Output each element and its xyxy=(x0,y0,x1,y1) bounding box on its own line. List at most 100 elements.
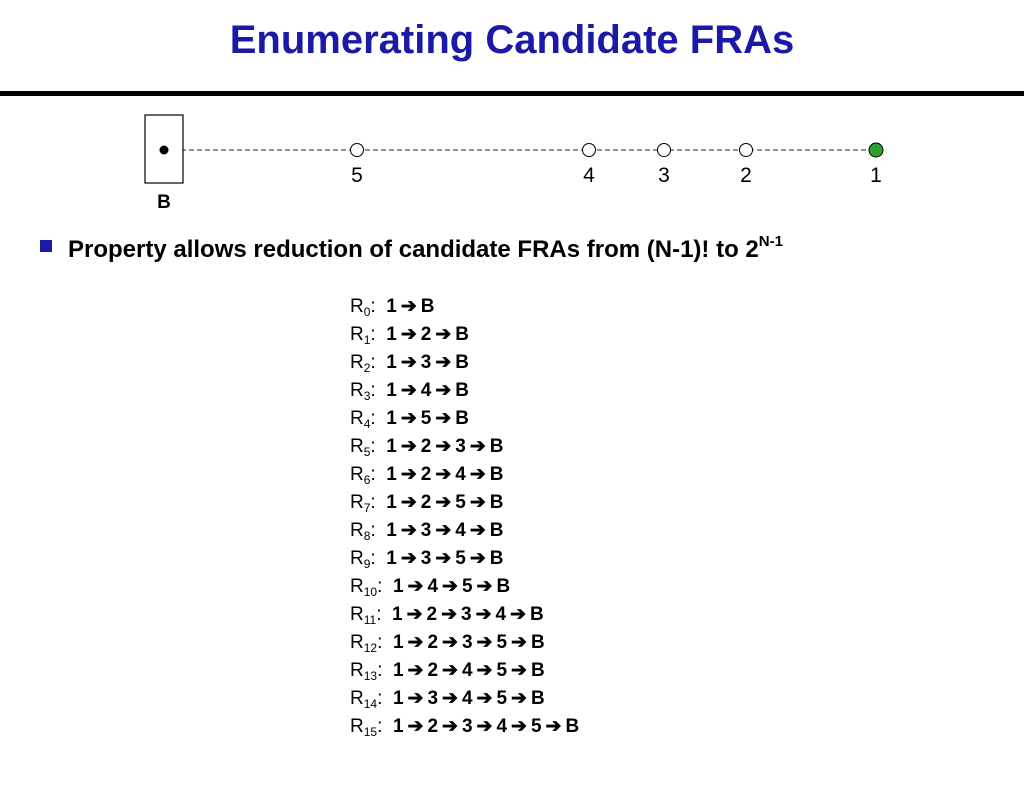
route-letter: R xyxy=(350,380,364,401)
route-hop: 4 xyxy=(461,660,473,681)
route-letter: R xyxy=(350,548,364,569)
arrow-right-icon: ➔ xyxy=(407,576,424,597)
arrow-right-icon: ➔ xyxy=(400,464,417,485)
route-label: R2: xyxy=(350,352,376,375)
route-hop: 4 xyxy=(461,688,473,709)
route-hop: 2 xyxy=(427,660,439,681)
route-hop: 5 xyxy=(496,688,508,709)
route-hop: 1 xyxy=(386,436,397,457)
route-hop: 3 xyxy=(455,436,466,457)
arrow-right-icon: ➔ xyxy=(469,548,486,569)
arrow-right-icon: ➔ xyxy=(442,688,458,709)
route-letter: R xyxy=(350,352,364,373)
route-item: R7: 1➔2➔5➔B xyxy=(350,489,579,517)
bullet-square-icon xyxy=(40,240,52,252)
route-index: 2 xyxy=(363,361,371,375)
arrow-right-icon: ➔ xyxy=(435,492,452,513)
route-letter: R xyxy=(350,324,364,345)
arrow-right-icon: ➔ xyxy=(475,604,492,625)
route-letter: R xyxy=(350,604,364,625)
route-index: 4 xyxy=(363,417,371,431)
route-index: 7 xyxy=(363,501,371,515)
route-hop: 3 xyxy=(420,548,432,569)
route-item: R2: 1➔3➔B xyxy=(350,349,579,377)
route-hop: B xyxy=(455,324,469,345)
route-hop: B xyxy=(455,380,469,401)
node-4 xyxy=(582,143,596,157)
arrow-right-icon: ➔ xyxy=(545,716,562,737)
arrow-right-icon: ➔ xyxy=(476,576,493,597)
arrow-right-icon: ➔ xyxy=(400,436,417,457)
route-item: R0: 1➔B xyxy=(350,293,579,321)
route-letter: R xyxy=(350,660,364,681)
route-hop: 4 xyxy=(496,716,508,737)
route-label: R5: xyxy=(350,436,376,459)
route-index: 11 xyxy=(363,613,377,627)
route-letter: R xyxy=(350,520,364,541)
route-hop: 1 xyxy=(386,520,397,541)
arrow-right-icon: ➔ xyxy=(435,520,452,541)
route-label: R1: xyxy=(350,324,376,347)
arrow-right-icon: ➔ xyxy=(442,576,458,597)
route-index: 6 xyxy=(363,473,371,487)
route-hop: B xyxy=(455,408,469,429)
route-index: 15 xyxy=(363,725,378,739)
arrow-right-icon: ➔ xyxy=(442,660,458,681)
route-label: R0: xyxy=(350,296,376,319)
route-index: 14 xyxy=(363,697,378,711)
route-hop: B xyxy=(455,352,469,373)
route-index: 13 xyxy=(363,669,378,683)
route-hop: 1 xyxy=(386,408,397,429)
route-hop: 1 xyxy=(386,296,397,317)
route-hop: 1 xyxy=(392,604,403,625)
route-label: R6: xyxy=(350,464,376,487)
route-hop: 1 xyxy=(392,576,404,597)
arrow-right-icon: ➔ xyxy=(407,716,424,737)
route-hop: 4 xyxy=(420,380,432,401)
arrow-right-icon: ➔ xyxy=(400,380,417,401)
arrow-right-icon: ➔ xyxy=(469,436,486,457)
route-hop: B xyxy=(496,576,511,597)
route-hop: B xyxy=(489,520,504,541)
base-station-label: B xyxy=(157,192,171,213)
route-label: R11: xyxy=(350,604,382,627)
route-hop: 2 xyxy=(420,324,432,345)
route-hop: B xyxy=(489,548,504,569)
route-label: R7: xyxy=(350,492,376,515)
route-letter: R xyxy=(350,296,364,317)
route-item: R6: 1➔2➔4➔B xyxy=(350,461,579,489)
arrow-right-icon: ➔ xyxy=(406,604,423,625)
route-label: R10: xyxy=(350,576,383,599)
bullet-superscript: N-1 xyxy=(758,233,783,250)
route-item: R8: 1➔3➔4➔B xyxy=(350,517,579,545)
arrow-right-icon: ➔ xyxy=(510,604,527,625)
node-label-1: 1 xyxy=(870,164,882,187)
route-index: 5 xyxy=(363,445,371,459)
node-2 xyxy=(739,143,753,157)
route-index: 9 xyxy=(363,557,371,571)
route-hop: 5 xyxy=(496,632,508,653)
route-hop: B xyxy=(530,604,544,625)
arrow-right-icon: ➔ xyxy=(442,716,458,737)
arrow-right-icon: ➔ xyxy=(476,632,493,653)
arrow-right-icon: ➔ xyxy=(400,296,417,317)
route-letter: R xyxy=(350,464,364,485)
arrow-right-icon: ➔ xyxy=(400,324,417,345)
route-hop: 1 xyxy=(386,380,397,401)
route-hop: 4 xyxy=(427,576,439,597)
node-label-2: 2 xyxy=(740,164,752,187)
route-hop: 3 xyxy=(427,688,439,709)
route-hop: 5 xyxy=(455,492,466,513)
route-hop: B xyxy=(530,660,545,681)
route-hop: 4 xyxy=(455,464,466,485)
arrow-right-icon: ➔ xyxy=(469,464,486,485)
route-hop: 1 xyxy=(386,492,397,513)
route-hop: B xyxy=(530,688,545,709)
route-item: R12: 1➔2➔3➔5➔B xyxy=(350,629,579,657)
route-item: R15: 1➔2➔3➔4➔5➔B xyxy=(350,713,579,741)
node-label-4: 4 xyxy=(583,164,595,187)
route-hop: 1 xyxy=(392,688,404,709)
route-item: R13: 1➔2➔4➔5➔B xyxy=(350,657,579,685)
arrow-right-icon: ➔ xyxy=(511,716,527,737)
